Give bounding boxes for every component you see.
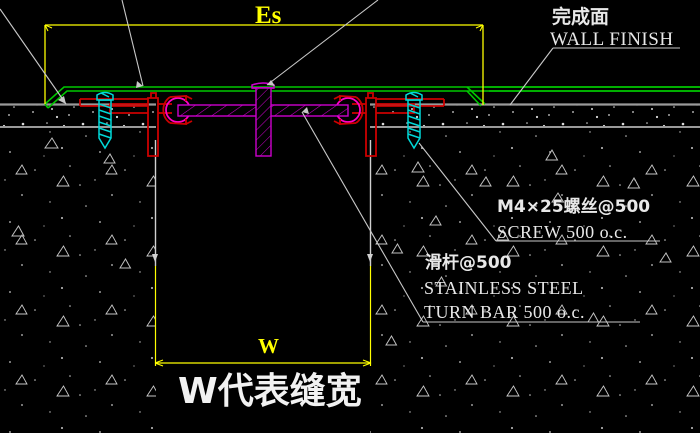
leader-lines bbox=[0, 0, 680, 323]
wall-finish-label-en: WALL FINISH bbox=[550, 29, 674, 50]
turn-bar-label-en1: STAINLESS STEEL bbox=[424, 278, 584, 298]
bracket-right-flange bbox=[376, 98, 445, 107]
joint-gap-edges bbox=[154, 140, 372, 366]
dimension-w bbox=[154, 359, 372, 367]
wall-finish-panel-return bbox=[485, 86, 700, 92]
clip-right-jaw bbox=[333, 95, 364, 125]
screw-label-en: SCREW 500 o.c. bbox=[497, 222, 628, 242]
w-dimension-label: W bbox=[258, 334, 279, 358]
concrete-substrate bbox=[0, 103, 700, 433]
bracket-left-flange bbox=[79, 98, 148, 107]
dimension-es bbox=[44, 24, 484, 105]
turn-bar-label-cn: 滑杆@500 bbox=[425, 253, 512, 273]
turn-bar-label-en2: TURN BAR 500 o.c. bbox=[424, 302, 585, 322]
es-dimension-label: Es bbox=[255, 2, 282, 29]
center-screw bbox=[251, 82, 275, 157]
wall-finish-label-cn: 完成面 bbox=[552, 6, 610, 28]
anchor-screw-right bbox=[405, 91, 423, 150]
screw-label-cn: M4×25螺丝@500 bbox=[497, 197, 651, 217]
drawing-title: W代表缝宽 bbox=[178, 371, 362, 412]
anchor-screw-left bbox=[96, 91, 114, 150]
wall-finish-panel-right bbox=[466, 86, 486, 107]
clip-left-jaw bbox=[162, 95, 193, 125]
